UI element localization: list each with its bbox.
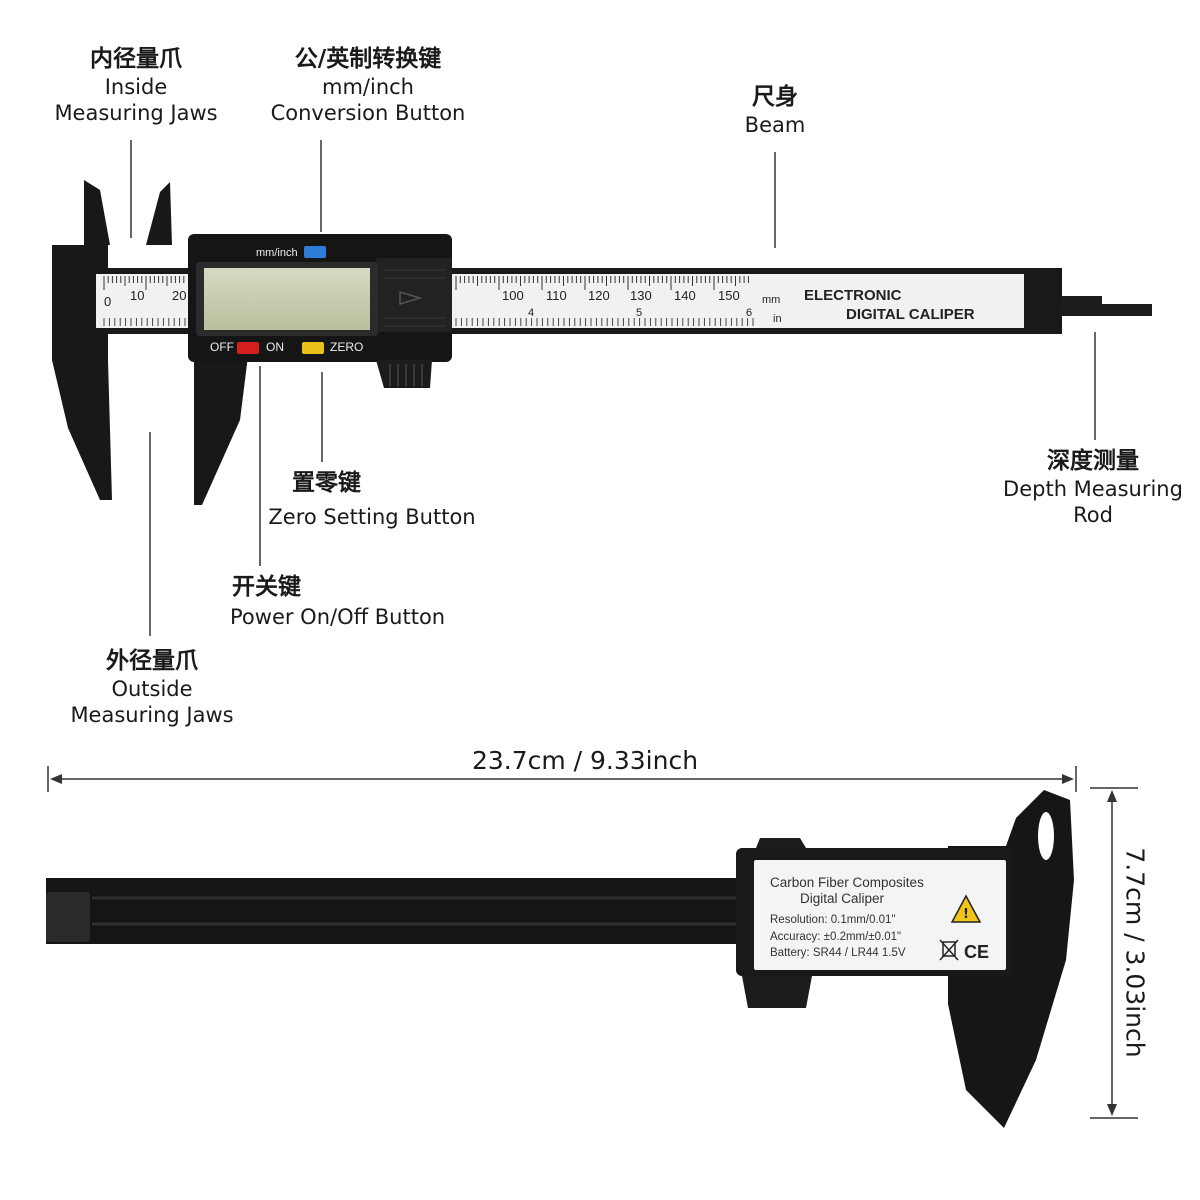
depth-rod [1060, 304, 1152, 316]
ce-mark: CE [964, 942, 989, 962]
depth-rod-zh: 深度测量 [1047, 448, 1139, 474]
back-beam [46, 878, 766, 944]
scale-label: 140 [674, 288, 696, 303]
on-label: ON [266, 340, 284, 354]
zero-callout: 置零键 Zero Setting Button [262, 468, 482, 530]
scale-label: 100 [502, 288, 524, 303]
back-roller[interactable] [742, 976, 812, 1008]
crossed-bin-icon [939, 939, 959, 961]
mm-unit-label: mm [762, 294, 780, 306]
height-dimension-label: 7.7cm / 3.03inch [1120, 797, 1150, 1108]
caliper-front: 0 10 20 100 110 120 130 140 150 4 5 6 mm… [52, 180, 1152, 505]
scale-label: 110 [546, 288, 567, 303]
brand-line-1: ELECTRONIC [804, 287, 902, 304]
outside-jaws-zh: 外径量爪 [106, 648, 198, 674]
inside-jaws-en-1: Inside [104, 75, 168, 99]
beam-zh: 尺身 [752, 84, 798, 110]
beam-en: Beam [744, 113, 806, 137]
power-callout: 开关键 Power On/Off Button [222, 572, 454, 630]
in-unit-label: in [773, 313, 782, 325]
inch-label: 4 [528, 307, 534, 319]
caliper-back: Carbon Fiber Composites Digital Caliper … [46, 790, 1074, 1128]
zero-en: Zero Setting Button [268, 505, 476, 529]
inside-jaws-callout: 内径量爪 Inside Measuring Jaws [36, 44, 236, 126]
resolution-spec: Resolution: 0.1mm/0.01" [770, 914, 896, 926]
inside-jaws-zh: 内径量爪 [90, 46, 182, 72]
scale-label: 130 [630, 288, 652, 303]
scale-label: 150 [718, 288, 740, 303]
scale-ticks [103, 276, 754, 326]
svg-text:!: ! [963, 907, 969, 922]
zero-zh: 置零键 [292, 470, 361, 496]
conversion-en-1: mm/inch [322, 75, 414, 99]
width-dimension [47, 766, 1077, 792]
outside-jaws-en-2: Measuring Jaws [70, 703, 234, 727]
depth-rod-en-2: Rod [1073, 503, 1113, 527]
scale-label: 10 [130, 288, 144, 303]
conversion-callout: 公/英制转换键 mm/inch Conversion Button [248, 44, 488, 126]
depth-rod-en-1: Depth Measuring [1003, 477, 1183, 501]
zero-label: ZERO [330, 340, 363, 354]
thumb-roller[interactable] [376, 360, 432, 388]
inside-jaws-en-2: Measuring Jaws [54, 101, 218, 125]
inch-label: 5 [636, 307, 642, 319]
back-roller-top [756, 838, 806, 848]
unit-key-label: mm/inch [256, 247, 298, 259]
slider-ribs [384, 269, 446, 327]
roller-grip [389, 364, 423, 386]
scale-label: 0 [104, 294, 111, 309]
width-dimension-label: 23.7cm / 9.33inch [400, 746, 770, 775]
inside-jaw-moving [146, 182, 172, 245]
depth-rod-callout: 深度测量 Depth Measuring Rod [990, 446, 1196, 528]
depth-rod-step [1062, 296, 1102, 306]
arrow-icon [399, 290, 423, 306]
power-en: Power On/Off Button [230, 605, 446, 629]
inside-jaw-fixed [84, 180, 110, 245]
outside-jaw-moving [194, 340, 250, 505]
jaw-hole [1038, 812, 1054, 860]
conversion-en-2: Conversion Button [270, 101, 466, 125]
brand-line-2: DIGITAL CALIPER [846, 306, 975, 323]
inch-label: 6 [746, 307, 752, 319]
lcd-screen [204, 268, 370, 330]
scale-label: 20 [172, 288, 186, 303]
power-zh: 开关键 [232, 574, 301, 600]
off-key[interactable] [237, 342, 259, 354]
back-label-line1: Carbon Fiber Composites [770, 875, 924, 890]
outside-jaws-callout: 外径量爪 Outside Measuring Jaws [52, 646, 252, 728]
conversion-zh: 公/英制转换键 [294, 46, 442, 72]
beam-end-cap [46, 892, 90, 942]
zero-key[interactable] [302, 342, 324, 354]
unit-key[interactable] [304, 246, 326, 258]
beam-callout: 尺身 Beam [700, 82, 850, 138]
outside-jaws-en-1: Outside [111, 677, 193, 701]
accuracy-spec: Accuracy: ±0.2mm/±0.01" [770, 931, 901, 943]
height-dimension [1090, 787, 1138, 1119]
scale-label: 120 [588, 288, 610, 303]
leader-lines [130, 140, 1096, 636]
battery-spec: Battery: SR44 / LR44 1.5V [770, 947, 906, 959]
thumb-wheel-housing [376, 258, 452, 332]
warning-triangle-icon: ! [950, 894, 982, 923]
back-label-line2: Digital Caliper [800, 891, 885, 906]
off-label: OFF [210, 340, 234, 354]
